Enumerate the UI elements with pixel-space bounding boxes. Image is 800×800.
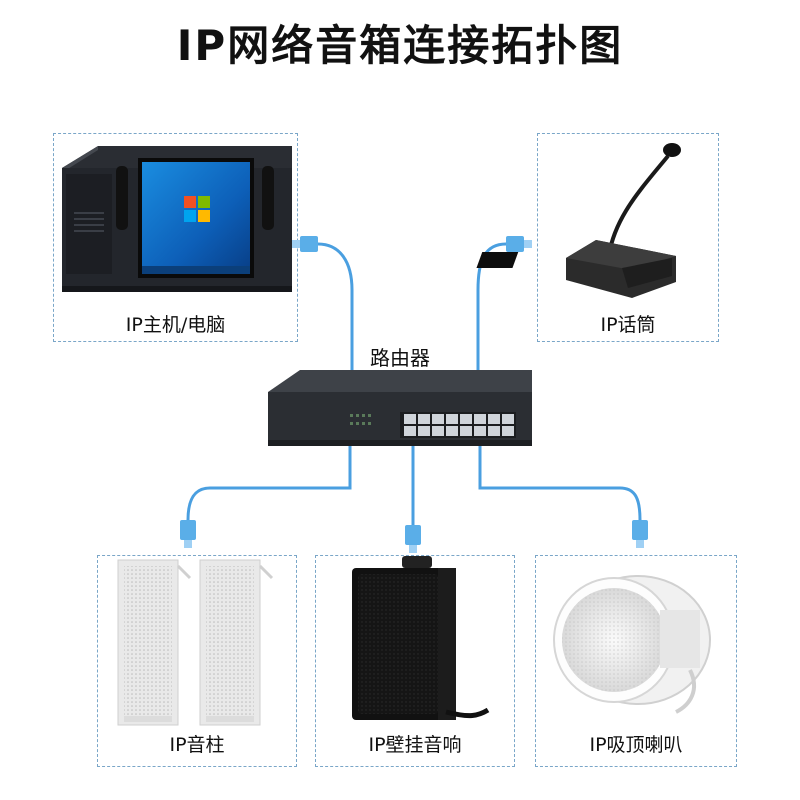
device-label-ip-wall-speaker: IP壁挂音响 <box>368 734 462 756</box>
device-label-ip-host: IP主机/电脑 <box>125 314 226 336</box>
device-box-ip-microphone: IP话筒 <box>537 133 719 342</box>
device-label-ip-microphone: IP话筒 <box>600 314 656 336</box>
cable-router-column <box>186 443 352 522</box>
diagram-title: IP网络音箱连接拓扑图 <box>176 21 624 70</box>
device-box-ip-wall-speaker: IP壁挂音响 <box>315 555 515 767</box>
ip-column-speaker-icon <box>117 559 274 726</box>
ip-host-computer-icon <box>62 146 292 292</box>
cable-router-ceiling <box>478 443 642 522</box>
router-icon <box>268 370 532 446</box>
device-label-ip-ceiling-speaker: IP吸顶喇叭 <box>589 734 683 756</box>
ip-microphone-icon <box>476 143 681 298</box>
ip-wall-speaker-icon <box>352 556 490 720</box>
rj45-connector-icons <box>180 236 648 553</box>
device-label-ip-column-speaker: IP音柱 <box>169 734 225 756</box>
ip-ceiling-speaker-icon <box>553 575 711 714</box>
router-label: 路由器 <box>370 346 430 370</box>
cable-host-router <box>316 242 354 374</box>
